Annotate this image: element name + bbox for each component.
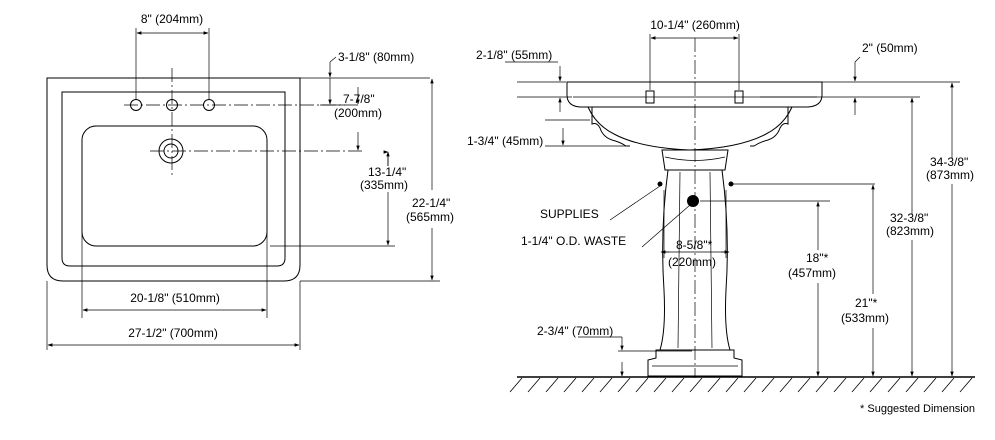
overall-depth-inch: 22-1/4" (412, 196, 450, 210)
rim-thickness-label: 2-1/8" (55mm) (476, 48, 552, 62)
base-height-label: 2-3/4" (70mm) (537, 324, 613, 338)
floor-hatch-line (617, 377, 631, 393)
floor-hatch-line (923, 377, 937, 393)
right-bracket-outline (750, 107, 789, 147)
bowl-outline (81, 125, 268, 247)
floor-hatch-line (725, 377, 739, 393)
floor-hatch-line (833, 377, 847, 393)
floor-hatch-line (635, 377, 649, 393)
faucet-hole-marker-right (734, 90, 744, 104)
overall-height-mm: (873mm) (926, 168, 974, 182)
floor-hatch-line (581, 377, 595, 393)
floor-hatch-line (689, 377, 703, 393)
floor-hatch-line (599, 377, 613, 393)
pedestal-base-outline (647, 349, 743, 377)
floor-hatch-line (797, 377, 811, 393)
floor-hatch-line (941, 377, 955, 393)
supply-height-inch: 21"* (855, 296, 878, 310)
floor-hatch-line (707, 377, 721, 393)
faucet-spread-label: 8" (204mm) (141, 12, 203, 26)
floor-hatch-line (545, 377, 559, 393)
floor-hatch-line (671, 377, 685, 393)
floor-hatch-line (815, 377, 829, 393)
top-view: 8" (204mm) 3-1/8" (80mm) 7-7/8" (200mm) … (46, 12, 454, 350)
supplies-label: SUPPLIES (540, 207, 599, 221)
floor-hatch-line (743, 377, 757, 393)
overall-height-inch: 34-3/8" (930, 155, 968, 169)
bowl-depth-inch: 13-1/4" (368, 165, 406, 179)
basin-outer-outline (46, 77, 301, 282)
overall-depth-mm: (565mm) (406, 210, 454, 224)
left-bracket-outline (591, 107, 630, 147)
floor-hatch-line (779, 377, 793, 393)
floor-hatch-line (959, 377, 973, 393)
supply-point-left (657, 181, 663, 187)
pedestal-width-inch: 8-5/8"* (676, 238, 713, 252)
side-view: 10-1/4" (260mm) 2-1/8" (55mm) 2" (50mm) … (467, 18, 975, 393)
rim-height-inch: 32-3/8" (890, 211, 928, 225)
floor-hatch-line (761, 377, 775, 393)
floor-hatching (509, 377, 973, 393)
faucet-hole-marker-left (645, 90, 655, 104)
skirt-height-label: 1-3/4" (45mm) (467, 134, 543, 148)
footnote: * Suggested Dimension (860, 403, 975, 415)
pedestal-width-mm: (220mm) (668, 255, 716, 269)
bowl-width-label: 20-1/8" (510mm) (130, 291, 220, 305)
basin-rim-outline (566, 81, 823, 108)
floor-hatch-line (527, 377, 541, 393)
back-to-holes-label: 3-1/8" (80mm) (338, 50, 414, 64)
waste-label: 1-1/4" O.D. WASTE (521, 234, 626, 248)
bowl-depth-mm: (335mm) (360, 178, 408, 192)
floor-hatch-line (887, 377, 901, 393)
floor-hatch-line (563, 377, 577, 393)
floor-hatch-line (653, 377, 667, 393)
floor-hatch-line (509, 377, 523, 393)
holes-to-drain-mm: (200mm) (334, 106, 382, 120)
waste-height-inch: 18"* (806, 251, 829, 265)
holes-to-drain-inch: 7-7/8" (343, 92, 375, 106)
faucet-centers-label: 10-1/4" (260mm) (650, 18, 740, 32)
waste-point (687, 195, 699, 207)
basin-deck-outline (61, 91, 286, 267)
floor-hatch-line (905, 377, 919, 393)
waste-height-mm: (457mm) (788, 266, 836, 280)
overall-width-label: 27-1/2" (700mm) (128, 326, 218, 340)
rim-height-mm: (823mm) (886, 224, 934, 238)
rim-lip-label: 2" (50mm) (862, 41, 918, 55)
supply-height-mm: (533mm) (841, 311, 889, 325)
floor-hatch-line (869, 377, 883, 393)
floor-hatch-line (851, 377, 865, 393)
basin-bowl-outline (587, 106, 793, 151)
pedestal-collar-outline (661, 149, 729, 171)
